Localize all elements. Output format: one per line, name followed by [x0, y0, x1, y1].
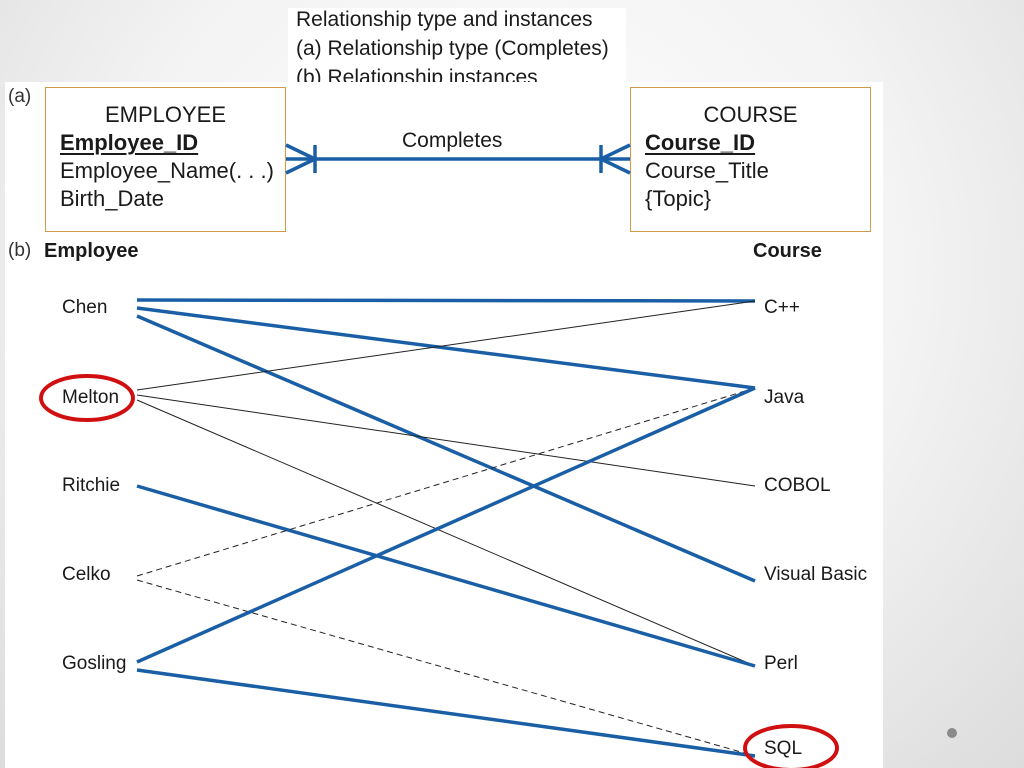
- course-sql: SQL: [764, 738, 803, 759]
- panel-b-tag: (b): [8, 240, 32, 261]
- link-celko-sql: [136, 579, 756, 757]
- panel-a-relationship-type: (a) EMPLOYEE Employee_ID Employee_Name(.…: [5, 82, 883, 234]
- highlight-ellipse-melton: [39, 374, 135, 422]
- panel-a-tag: (a): [8, 86, 32, 107]
- link-melton-cpp: [136, 300, 756, 391]
- course-cpp: C++: [764, 297, 800, 318]
- panel-b-relationship-instances: (b) Employee Course Chen Melton Ritchie …: [5, 234, 883, 768]
- course-column-heading: Course: [753, 240, 822, 262]
- employee-celko: Celko: [62, 564, 111, 585]
- relationship-connector: [285, 143, 631, 175]
- course-attribute-title: Course_Title: [645, 158, 769, 183]
- title-line-2: (a) Relationship type (Completes): [296, 37, 609, 60]
- employee-melton: Melton: [62, 387, 120, 408]
- link-chen-java: [136, 306, 756, 390]
- course-java: Java: [764, 387, 805, 408]
- employee-key-attribute: Employee_ID: [60, 130, 199, 155]
- link-chen-visual-basic: [136, 314, 756, 583]
- title-box: Relationship type and instances (a) Rela…: [288, 8, 626, 96]
- link-celko-java: [136, 387, 756, 577]
- employee-entity-name: EMPLOYEE: [104, 102, 227, 127]
- link-gosling-java: [136, 386, 756, 664]
- course-key-attribute: Course_ID: [645, 130, 756, 155]
- employee-attribute-name: Employee_Name(. . .): [60, 158, 274, 183]
- employee-gosling: Gosling: [62, 653, 127, 674]
- employee-ritchie: Ritchie: [62, 475, 121, 496]
- slide-indicator-dot: [947, 728, 957, 738]
- course-entity-name: COURSE: [703, 102, 798, 127]
- link-gosling-sql: [136, 668, 756, 758]
- course-visual-basic: Visual Basic: [764, 564, 868, 585]
- employee-column-heading: Employee: [44, 240, 139, 262]
- employee-chen: Chen: [62, 297, 108, 318]
- employee-attribute-birth-date: Birth_Date: [60, 186, 164, 211]
- course-perl: Perl: [764, 653, 798, 674]
- employee-entity-box: EMPLOYEE Employee_ID Employee_Name(. . .…: [45, 87, 286, 232]
- course-entity-box: COURSE Course_ID Course_Title {Topic}: [630, 87, 871, 232]
- link-ritchie-perl: [136, 484, 756, 668]
- title-line-1: Relationship type and instances: [296, 8, 593, 31]
- link-melton-cobol: [136, 394, 756, 487]
- course-attribute-topic: {Topic}: [645, 186, 712, 211]
- instance-links: [39, 298, 839, 768]
- relationship-label: Completes: [402, 129, 503, 152]
- link-chen-cpp: [136, 298, 756, 303]
- link-melton-perl: [136, 399, 756, 667]
- course-cobol: COBOL: [764, 475, 831, 496]
- highlight-ellipse-sql: [743, 724, 839, 768]
